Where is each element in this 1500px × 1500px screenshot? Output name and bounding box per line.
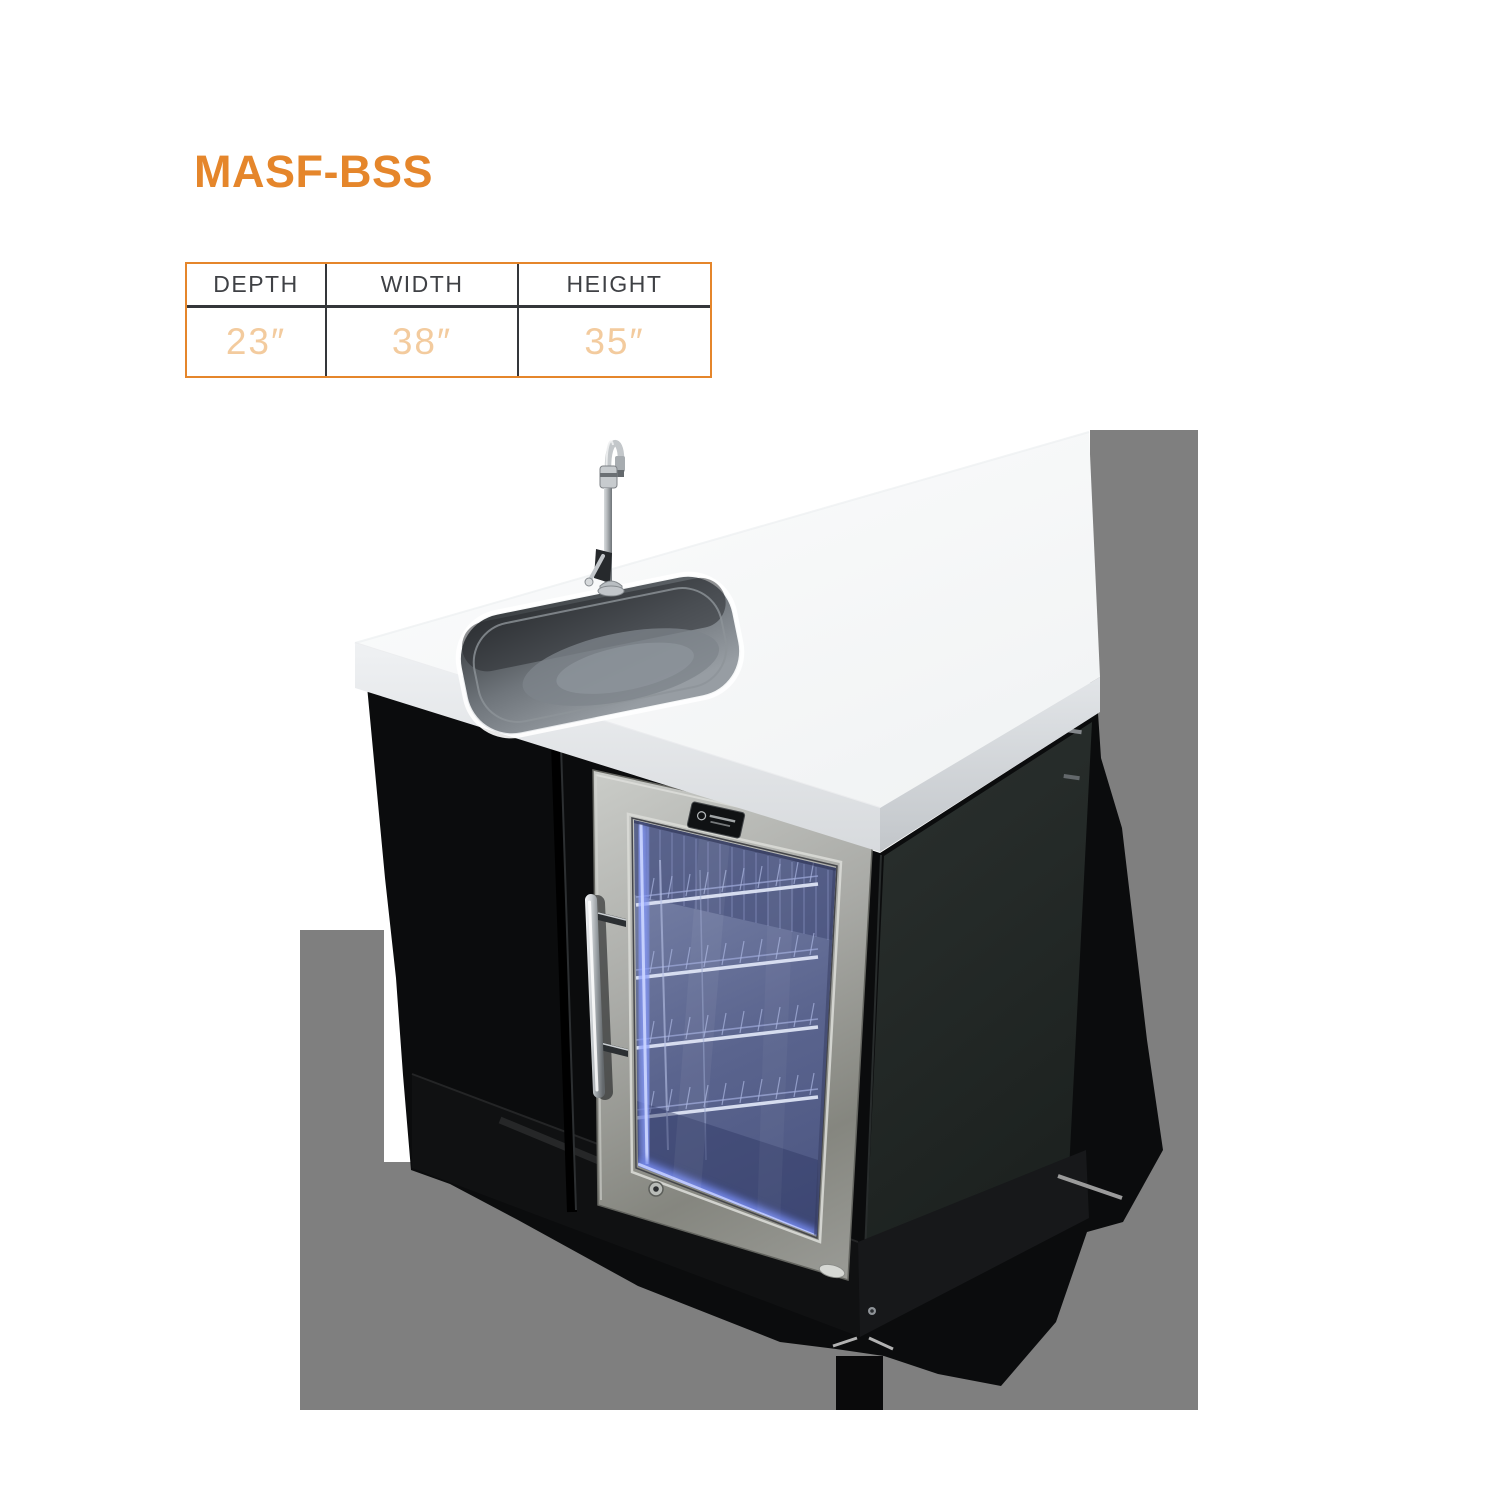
spec-value-depth: 23″	[187, 308, 327, 376]
brand-plate	[686, 801, 746, 839]
plinth-right-face	[858, 1150, 1089, 1337]
fridge-lock	[648, 1181, 664, 1197]
spec-table-value-row: 23″ 38″ 35″	[187, 308, 710, 376]
spec-table: DEPTH WIDTH HEIGHT 23″ 38″ 35″	[185, 262, 712, 378]
page-title: MASF-BSS	[194, 146, 433, 197]
fridge-led-strip	[634, 823, 819, 1236]
spec-value-width: 38″	[327, 308, 519, 376]
faucet	[584, 439, 625, 597]
spec-header-depth: DEPTH	[187, 264, 327, 305]
countertop-right-edge	[880, 677, 1100, 852]
faucet-spout	[615, 456, 625, 472]
countertop	[354, 431, 1100, 852]
door-gap	[551, 743, 577, 1213]
spec-header-width: WIDTH	[327, 264, 519, 305]
sink-basin	[455, 571, 745, 739]
faucet-lever	[594, 549, 612, 583]
fridge-handle	[585, 894, 629, 1100]
spec-value-height: 35″	[584, 321, 645, 362]
spec-table-header-row: DEPTH WIDTH HEIGHT	[187, 264, 710, 308]
spec-header-height: HEIGHT	[566, 271, 663, 297]
shadow-streaks	[832, 1174, 1123, 1351]
fridge-shelves	[635, 859, 819, 1161]
fridge	[585, 769, 874, 1281]
fridge-foot	[818, 1263, 846, 1279]
cabinet-foot-shadow	[836, 1356, 883, 1410]
